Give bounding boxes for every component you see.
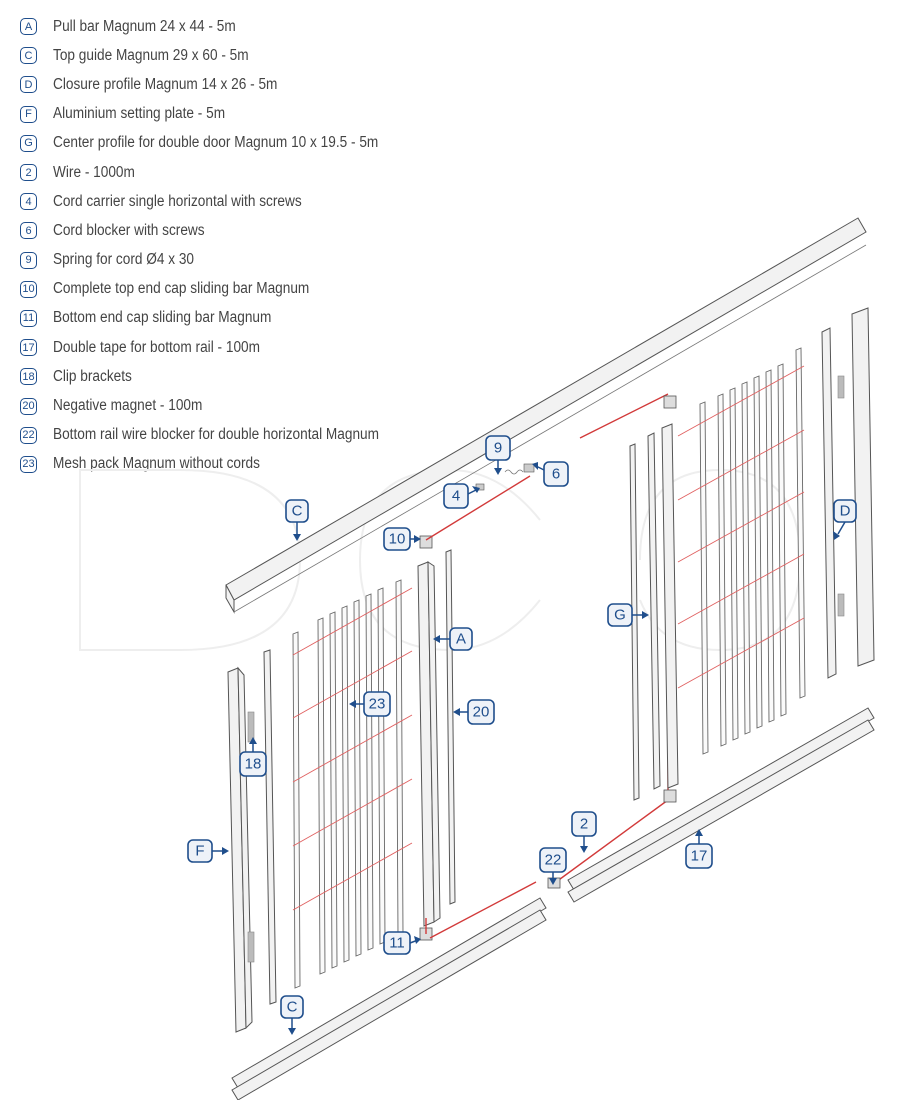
- part-code-badge: 20: [20, 397, 37, 415]
- part-code-badge: 10: [20, 280, 37, 298]
- callout-top-end-cap: 10: [383, 527, 421, 551]
- top-guide-profile: [225, 217, 867, 614]
- callout-label: C: [287, 999, 298, 1016]
- part-item: 20 Negative magnet - 100m: [20, 391, 423, 420]
- callout-label: A: [456, 631, 466, 648]
- part-label: Double tape for bottom rail - 100m: [53, 338, 260, 356]
- callout-closure-profile: D: [833, 499, 857, 540]
- callout-label: C: [292, 503, 303, 520]
- part-code-badge: F: [20, 105, 37, 123]
- part-label: Cord blocker with screws: [53, 221, 205, 239]
- callout-negative-magnet: 20: [453, 699, 495, 725]
- callout-label: F: [195, 843, 204, 860]
- part-item: A Pull bar Magnum 24 x 44 - 5m: [20, 12, 423, 41]
- part-item: F Aluminium setting plate - 5m: [20, 100, 423, 129]
- setting-plate-profile: [227, 666, 255, 1033]
- callout-label: 23: [369, 696, 386, 713]
- callout-label: 10: [389, 531, 406, 548]
- left-mesh-pack: [292, 579, 413, 989]
- callout-label: 20: [473, 704, 490, 721]
- callout-label: 18: [245, 756, 262, 773]
- callout-double-tape: 17: [685, 829, 713, 869]
- center-profile: [629, 423, 679, 801]
- cord-hardware: [425, 463, 535, 541]
- part-code-badge: G: [20, 134, 37, 152]
- part-item: G Center profile for double door Magnum 1…: [20, 129, 423, 158]
- callout-cord-blocker: 6: [532, 461, 569, 487]
- part-item: 18 Clip brackets: [20, 362, 423, 391]
- top-end-cap: [419, 535, 433, 549]
- right-mesh-pack: [579, 347, 806, 755]
- callout-mesh-pack: 23: [349, 691, 391, 717]
- part-item: 11 Bottom end cap sliding bar Magnum: [20, 304, 423, 333]
- bottom-rail-right: [567, 707, 875, 903]
- part-label: Complete top end cap sliding bar Magnum: [53, 280, 310, 298]
- callout-spring: 9: [485, 435, 511, 475]
- part-code-badge: 17: [20, 339, 37, 357]
- callout-cord-carrier: 4: [443, 483, 480, 509]
- part-code-badge: 9: [20, 251, 37, 269]
- part-code-badge: C: [20, 47, 37, 65]
- part-code-badge: 6: [20, 222, 37, 240]
- callout-label: 11: [389, 935, 405, 952]
- negative-magnet-strip: [445, 549, 456, 905]
- part-code-badge: 2: [20, 164, 37, 182]
- part-item: 4 Cord carrier single horizontal with scr…: [20, 187, 423, 216]
- part-label: Mesh pack Magnum without cords: [53, 455, 260, 473]
- callout-label: 17: [691, 848, 708, 865]
- callout-label: 9: [494, 440, 502, 457]
- part-item: 17 Double tape for bottom rail - 100m: [20, 333, 423, 362]
- callout-label: 22: [545, 852, 562, 869]
- part-item: 2 Wire - 1000m: [20, 158, 423, 187]
- callout-center-profile: G: [607, 603, 649, 627]
- part-label: Spring for cord Ø4 x 30: [53, 251, 195, 269]
- part-item: 23 Mesh pack Magnum without cords: [20, 450, 423, 479]
- closure-profile: [821, 307, 875, 679]
- callout-label: G: [614, 607, 626, 624]
- part-code-badge: D: [20, 76, 37, 94]
- callout-label: D: [840, 503, 851, 520]
- part-label: Bottom rail wire blocker for double hori…: [53, 426, 379, 444]
- callout-setting-plate: F: [187, 839, 229, 863]
- part-label: Closure profile Magnum 14 x 26 - 5m: [53, 75, 278, 93]
- part-item: 9 Spring for cord Ø4 x 30: [20, 246, 423, 275]
- callout-label: 6: [552, 466, 560, 483]
- callout-pull-bar: A: [433, 627, 473, 651]
- part-code-badge: 4: [20, 193, 37, 211]
- callout-clip-brackets: 18: [239, 737, 267, 777]
- callout-wire-blocker: 22: [539, 847, 567, 885]
- parts-list: A Pull bar Magnum 24 x 44 - 5m C Top guide…: [20, 12, 423, 479]
- part-item: 22 Bottom rail wire blocker for double ho…: [20, 421, 423, 450]
- callout-bottom-guide: C: [280, 995, 304, 1035]
- part-code-badge: 22: [20, 426, 37, 444]
- part-label: Center profile for double door Magnum 10…: [53, 134, 379, 152]
- part-label: Top guide Magnum 29 x 60 - 5m: [53, 46, 249, 64]
- callout-label: 2: [580, 816, 588, 833]
- part-label: Clip brackets: [53, 367, 132, 385]
- pull-bar-profile: [417, 561, 441, 927]
- part-label: Negative magnet - 100m: [53, 397, 203, 415]
- part-code-badge: 23: [20, 455, 37, 473]
- left-clip-profile: [263, 649, 277, 1005]
- part-label: Bottom end cap sliding bar Magnum: [53, 309, 272, 327]
- callout-top-guide: C: [285, 499, 309, 541]
- part-item: 10 Complete top end cap sliding bar Magnu…: [20, 275, 423, 304]
- part-label: Pull bar Magnum 24 x 44 - 5m: [53, 17, 236, 35]
- callout-label: 4: [452, 488, 460, 505]
- callout-wire: 2: [571, 811, 597, 853]
- part-label: Cord carrier single horizontal with scre…: [53, 192, 302, 210]
- part-item: C Top guide Magnum 29 x 60 - 5m: [20, 41, 423, 70]
- watermark-logo: [79, 468, 802, 652]
- part-label: Wire - 1000m: [53, 163, 135, 181]
- bottom-rail-left: [231, 897, 547, 1100]
- part-code-badge: 11: [20, 309, 37, 327]
- callout-bottom-end-cap: 11: [383, 931, 421, 955]
- part-item: D Closure profile Magnum 14 x 26 - 5m: [20, 70, 423, 99]
- part-label: Aluminium setting plate - 5m: [53, 105, 226, 123]
- part-item: 6 Cord blocker with screws: [20, 216, 423, 245]
- part-code-badge: A: [20, 18, 37, 36]
- part-code-badge: 18: [20, 368, 37, 386]
